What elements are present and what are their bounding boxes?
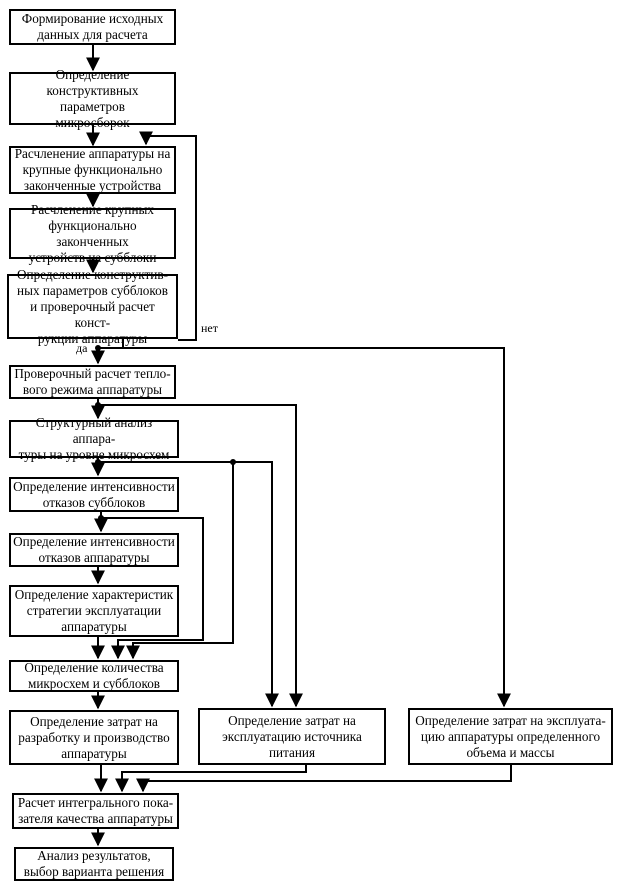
arrow-loop-no [139, 131, 197, 341]
arrow-to-power-cost-2 [98, 461, 279, 708]
box-chip-count: Определение количества микросхем и суббл… [9, 660, 179, 692]
junction-dot [98, 515, 104, 521]
label-no: нет [201, 321, 218, 335]
junction-dot [95, 345, 101, 351]
box-microassembly-params: Определение конструктивных параметров ми… [9, 67, 176, 130]
junction-dot [95, 459, 101, 465]
box-equipment-failure-rate: Определение интенсивности отказов аппара… [9, 533, 179, 567]
box-operation-strategy: Определение характеристик стратегии эксп… [9, 585, 179, 637]
box-mass-volume-cost: Определение затрат на эксплуата- цию апп… [408, 708, 613, 765]
box-subblock-failure-rate: Определение интенсивности отказов суббло… [9, 477, 179, 512]
box-source-data: Формирование исходных данных для расчета [9, 9, 176, 45]
box-analysis: Анализ результатов, выбор варианта решен… [14, 847, 174, 881]
arrow-to-power-cost [98, 404, 303, 708]
label-yes: да [76, 341, 88, 355]
box-dev-production-cost: Определение затрат на разработку и произ… [9, 710, 179, 765]
box-split-subblocks: Расчленение крупных функционально законч… [9, 202, 176, 265]
box-power-supply-cost: Определение затрат на эксплуатацию источ… [198, 708, 386, 765]
box-structural-analysis: Структурный анализ аппара- туры на уровн… [9, 415, 179, 462]
box-thermal-check: Проверочный расчет тепло- вого режима ап… [9, 365, 176, 399]
box-split-devices: Расчленение аппаратуры на крупные функци… [9, 146, 176, 194]
junction-dot [95, 402, 101, 408]
arrow-to-mass-volume-cost [98, 347, 511, 708]
box-integral-quality: Расчет интегрального пока- зателя качест… [12, 793, 179, 829]
box-subblock-params: Определение конструктив- ных параметров … [7, 267, 178, 346]
arrow-to-chip-count-a [126, 462, 234, 660]
arrow-mass-cost-to-integral [136, 765, 512, 793]
arrow-to-chip-count-b [101, 517, 204, 660]
arrow-power-cost-to-integral [115, 765, 307, 793]
junction-dot [230, 459, 236, 465]
